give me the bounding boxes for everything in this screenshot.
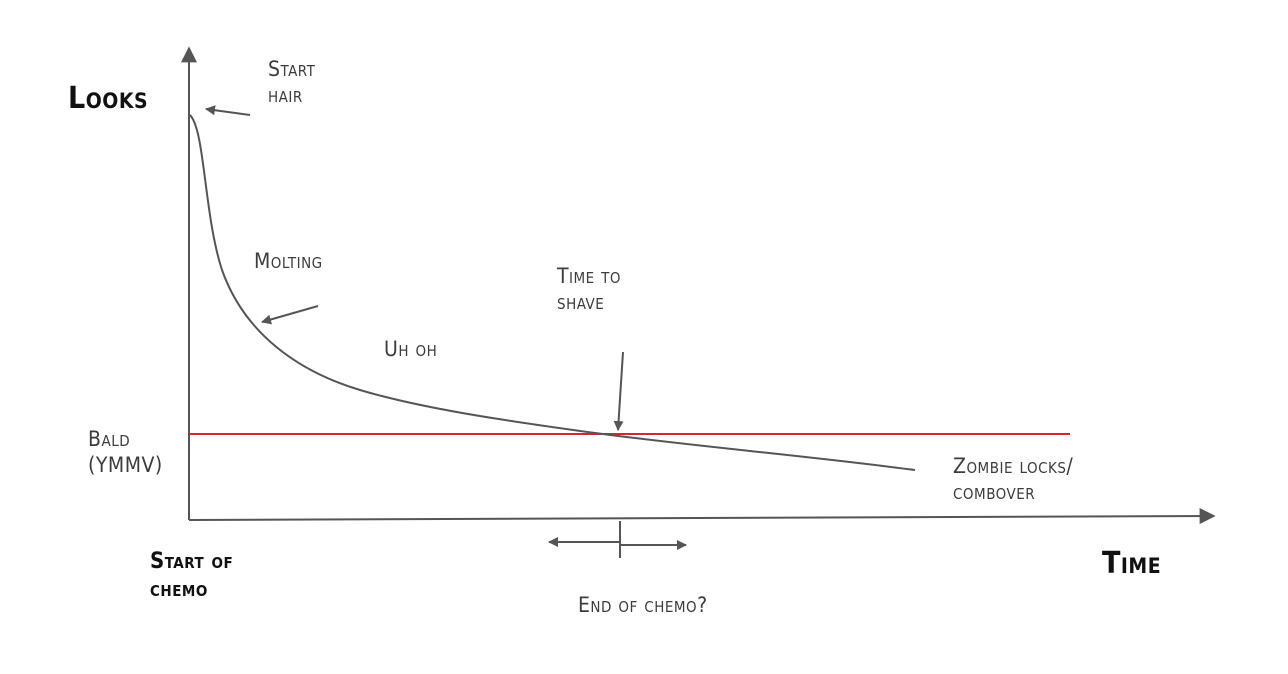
x-axis-label: Time (1102, 546, 1162, 581)
start-hair-line1: Start (268, 57, 316, 81)
time-to-shave-label: Time to shave (557, 263, 621, 316)
zombie-line1: Zombie locks/ (953, 454, 1074, 478)
time-to-shave-line1: Time to (557, 264, 622, 288)
start-hair-line2: hair (268, 83, 303, 108)
bald-line1: Bald (88, 427, 131, 451)
molting-label: Molting (254, 249, 323, 273)
zombie-locks-label: Zombie locks/ combover (953, 453, 1073, 506)
end-of-chemo-label: End of chemo? (578, 593, 708, 617)
molting-arrow (261, 305, 319, 325)
start-chemo-line2: chemo (150, 576, 208, 602)
start-of-chemo-label: Start of chemo (150, 548, 233, 603)
bald-label: Bald (YMMV) (88, 426, 163, 479)
start-chemo-line1: Start of (150, 549, 234, 574)
bald-line2: (YMMV) (88, 453, 163, 478)
y-axis-label: Looks (68, 81, 149, 116)
time-to-shave-arrow (613, 351, 624, 431)
looks-curve (189, 114, 916, 471)
zombie-line2: combover (953, 480, 1036, 505)
time-to-shave-line2: shave (557, 290, 605, 315)
start-hair-arrow (205, 105, 251, 116)
start-hair-label: Start hair (268, 56, 315, 109)
uh-oh-label: Uh oh (384, 337, 438, 361)
x-axis (188, 508, 1216, 525)
